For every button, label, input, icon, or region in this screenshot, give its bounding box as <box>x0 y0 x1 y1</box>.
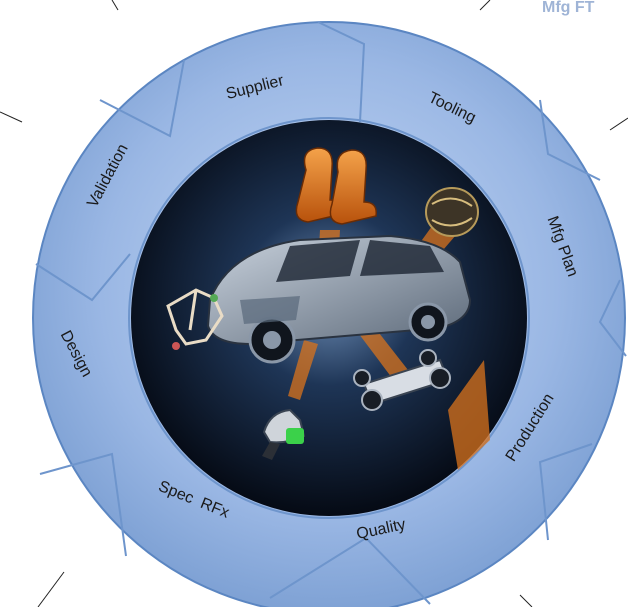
pedal-assembly-icon <box>262 408 306 460</box>
seat-icon <box>295 147 377 225</box>
corner-title: Mfg FT <box>542 0 595 16</box>
car-icon <box>206 234 472 364</box>
airbag-module-icon <box>425 187 479 237</box>
chassis-icon <box>353 349 451 411</box>
wire-harness-icon <box>166 288 224 350</box>
center-image <box>131 120 527 516</box>
